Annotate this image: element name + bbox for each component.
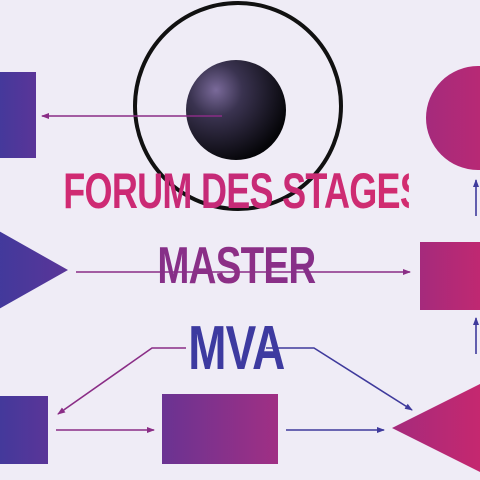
title-line-forum: FORUM DES STAGES	[63, 163, 424, 219]
ring-outline	[133, 1, 343, 211]
middle-bottom-square	[162, 394, 278, 464]
title-line-mva: MVA	[59, 318, 414, 380]
right-circle	[426, 66, 480, 170]
left-triangle	[0, 231, 68, 309]
left-bottom-square	[0, 396, 48, 464]
right-triangle	[392, 384, 480, 472]
left-top-square	[0, 72, 36, 158]
title-line-master: MASTER	[59, 240, 414, 292]
arrow-mva-to-right-triangle	[266, 347, 413, 411]
right-middle-square	[420, 242, 480, 310]
dark-sphere	[186, 60, 286, 160]
arrow-mva-to-left-square	[57, 347, 186, 415]
